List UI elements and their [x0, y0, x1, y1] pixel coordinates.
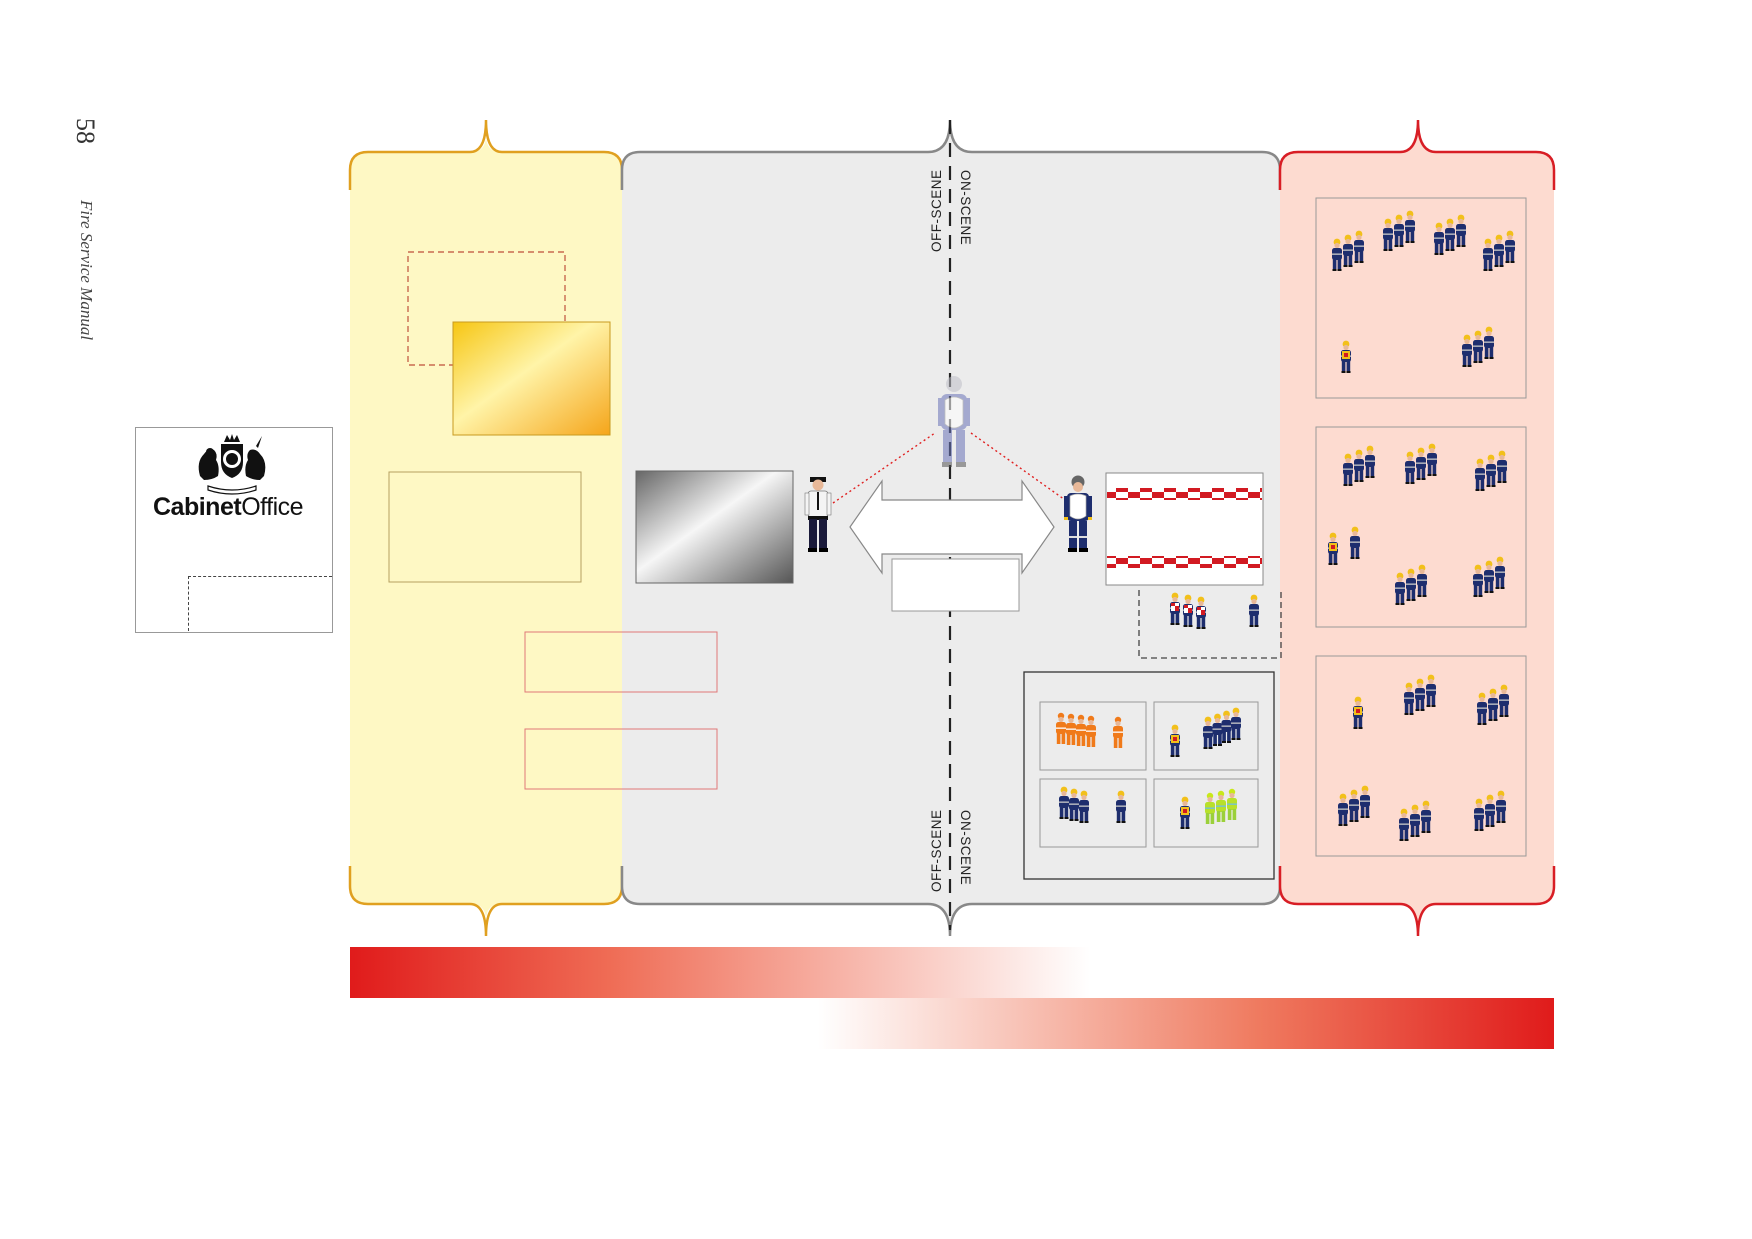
sector-dashed-box: [1138, 590, 1282, 659]
gold-command-panel: [452, 321, 611, 436]
label-on-scene-top: ON-SCENE: [958, 170, 973, 245]
dashed-outline-box: [407, 251, 566, 366]
silver-command-panel: [635, 470, 794, 584]
gold-zone: [348, 118, 624, 937]
logo-text-regular: Office: [241, 493, 304, 521]
agency-cell-3: [1039, 778, 1147, 848]
double-arrow-icon: [849, 479, 1055, 575]
arrow-label-box: [891, 558, 1020, 612]
logo-text-bold: Cabinet: [153, 493, 242, 521]
label-on-scene-bottom: ON-SCENE: [958, 810, 973, 885]
dashed-connector: [188, 576, 332, 631]
checker-band-bottom: [1107, 556, 1262, 568]
police-officer-icon: [804, 477, 832, 552]
cabinet-office-logo-box: CabinetOffice: [135, 427, 333, 633]
checker-band-top: [1107, 488, 1262, 500]
gradient-bar-top: [350, 947, 1090, 998]
cabinet-office-wordmark: CabinetOffice: [153, 493, 304, 522]
gradient-bar-bottom: [818, 998, 1554, 1049]
faded-incident-commander-icon: [938, 376, 970, 467]
empty-box-2: [524, 728, 718, 790]
label-off-scene-top: OFF-SCENE: [929, 169, 944, 252]
liaison-line-left: [832, 432, 936, 504]
label-off-scene-bottom: OFF-SCENE: [929, 809, 944, 892]
empty-box-1: [524, 631, 718, 693]
gold-empty-box: [388, 471, 582, 583]
fire-officer-icon: [1064, 475, 1092, 552]
royal-coat-of-arms-icon: [198, 434, 266, 495]
bronze-sector-box-1: [1315, 197, 1527, 399]
